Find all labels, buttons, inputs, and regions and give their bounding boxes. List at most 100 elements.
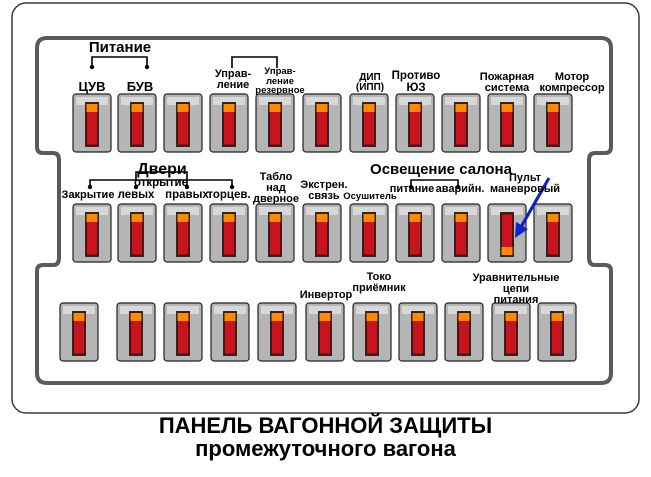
breaker-control[interactable] xyxy=(209,93,249,153)
breaker-buv[interactable] xyxy=(117,93,157,153)
breaker-r3c1[interactable] xyxy=(59,302,99,362)
breaker-cap xyxy=(261,306,293,314)
breaker-motor-compressor[interactable] xyxy=(533,93,573,153)
breaker-label-door-end: торцев. xyxy=(207,189,251,201)
breaker-r2c11[interactable] xyxy=(533,203,573,263)
breaker-handle-tip xyxy=(458,313,470,321)
breaker-r3c8[interactable] xyxy=(398,302,438,362)
lighting-bracket xyxy=(410,179,459,186)
breaker-label-equalizing-circuits: Уравнительные цепи питания xyxy=(472,272,560,306)
breaker-r3c5[interactable] xyxy=(257,302,297,362)
breaker-handle-tip xyxy=(319,313,331,321)
breaker-cap xyxy=(120,306,152,314)
breaker-door-close[interactable] xyxy=(72,203,112,263)
breaker-cap xyxy=(121,207,153,215)
breaker-r1c6[interactable] xyxy=(302,93,342,153)
breaker-label-dip: ДИП (ИПП) xyxy=(355,72,385,93)
breaker-label-dryer: Осушитель xyxy=(343,191,397,202)
breaker-label-door-close: Закрытие xyxy=(61,189,115,201)
breaker-label-light-power: питание xyxy=(389,183,435,195)
breaker-cap xyxy=(121,97,153,105)
breaker-door-end[interactable] xyxy=(209,203,249,263)
breaker-handle-tip xyxy=(551,313,563,321)
breaker-handle-tip xyxy=(131,214,143,222)
breaker-cap xyxy=(259,207,291,215)
breaker-handle-tip xyxy=(224,313,236,321)
group-title-power: Питание xyxy=(88,39,152,56)
doors-dot-left xyxy=(133,184,139,190)
breaker-handle-tip xyxy=(271,313,283,321)
breaker-r3c4[interactable] xyxy=(210,302,250,362)
breaker-label-light-emergency: аварийн. xyxy=(435,183,485,195)
power-bracket-dot-left xyxy=(89,64,95,70)
breaker-emergency-link[interactable] xyxy=(302,203,342,263)
breaker-cap xyxy=(541,306,573,314)
breaker-cap xyxy=(309,306,341,314)
breaker-cap xyxy=(63,306,95,314)
breaker-label-tsuv: ЦУВ xyxy=(78,79,106,94)
breaker-equalizing-circuits[interactable] xyxy=(491,302,531,362)
breaker-light-emergency[interactable] xyxy=(441,203,481,263)
breaker-anti-skid[interactable] xyxy=(395,93,435,153)
breaker-inverter[interactable] xyxy=(305,302,345,362)
breaker-handle-tip xyxy=(177,313,189,321)
breaker-light-power[interactable] xyxy=(395,203,435,263)
breaker-dip[interactable] xyxy=(349,93,389,153)
breaker-cap xyxy=(214,306,246,314)
breaker-label-current-collector: Токо приёмник xyxy=(352,271,406,294)
breaker-label-door-right: правых xyxy=(165,189,209,201)
breaker-handle-tip xyxy=(501,247,513,255)
breaker-cap xyxy=(491,97,523,105)
breaker-handle-tip xyxy=(547,214,559,222)
breaker-label-control: Управ- ление xyxy=(214,68,252,91)
breaker-cap xyxy=(213,207,245,215)
breaker-r1c3[interactable] xyxy=(163,93,203,153)
breaker-door-left[interactable] xyxy=(117,203,157,263)
breaker-cap xyxy=(356,306,388,314)
breaker-handle-tip xyxy=(131,104,143,112)
breaker-cap xyxy=(76,207,108,215)
group-title-doors: Двери xyxy=(137,161,187,178)
breaker-handle-tip xyxy=(455,214,467,222)
power-bracket-dot-right xyxy=(144,64,150,70)
breaker-cap xyxy=(448,306,480,314)
breaker-fire-system[interactable] xyxy=(487,93,527,153)
breaker-handle-tip xyxy=(505,313,517,321)
breaker-cap xyxy=(167,97,199,105)
breaker-r3c11[interactable] xyxy=(537,302,577,362)
breaker-cap xyxy=(259,97,291,105)
breaker-door-display[interactable] xyxy=(255,203,295,263)
breaker-handle-tip xyxy=(409,104,421,112)
breaker-cap xyxy=(445,97,477,105)
breaker-label-shunting-console: Пульт маневровый xyxy=(490,172,560,195)
lighting-dot-power xyxy=(408,184,414,190)
breaker-shunting-console[interactable] xyxy=(487,203,527,263)
breaker-handle-tip xyxy=(316,214,328,222)
breaker-r3c2[interactable] xyxy=(116,302,156,362)
breaker-label-door-display: Табло над дверное xyxy=(253,171,299,205)
breaker-label-door-left: левых xyxy=(117,189,155,201)
breaker-cap xyxy=(399,207,431,215)
breaker-door-right[interactable] xyxy=(163,203,203,263)
breaker-handle-tip xyxy=(269,214,281,222)
breaker-r1c9[interactable] xyxy=(441,93,481,153)
breaker-label-emergency-link: Экстрен. связь xyxy=(300,179,348,202)
breaker-cap xyxy=(306,97,338,105)
caption-subtitle: промежуточного вагона xyxy=(195,436,456,461)
doors-dot-right xyxy=(184,184,190,190)
breaker-label-control-reserve: Управ- ление резервное xyxy=(255,66,305,96)
breaker-handle-tip xyxy=(363,214,375,222)
breaker-handle-tip xyxy=(547,104,559,112)
breaker-dryer[interactable] xyxy=(349,203,389,263)
breaker-tsuv[interactable] xyxy=(72,93,112,153)
breaker-control-reserve[interactable] xyxy=(255,93,295,153)
breaker-handle-tip xyxy=(86,104,98,112)
breaker-current-collector[interactable] xyxy=(352,302,392,362)
breaker-r3c3[interactable] xyxy=(163,302,203,362)
breaker-handle-tip xyxy=(455,104,467,112)
breaker-label-fire-system: Пожарная система xyxy=(479,71,535,94)
breaker-handle-tip xyxy=(501,104,513,112)
breaker-r3c9[interactable] xyxy=(444,302,484,362)
group-title-lighting: Освещение салона xyxy=(370,161,512,178)
